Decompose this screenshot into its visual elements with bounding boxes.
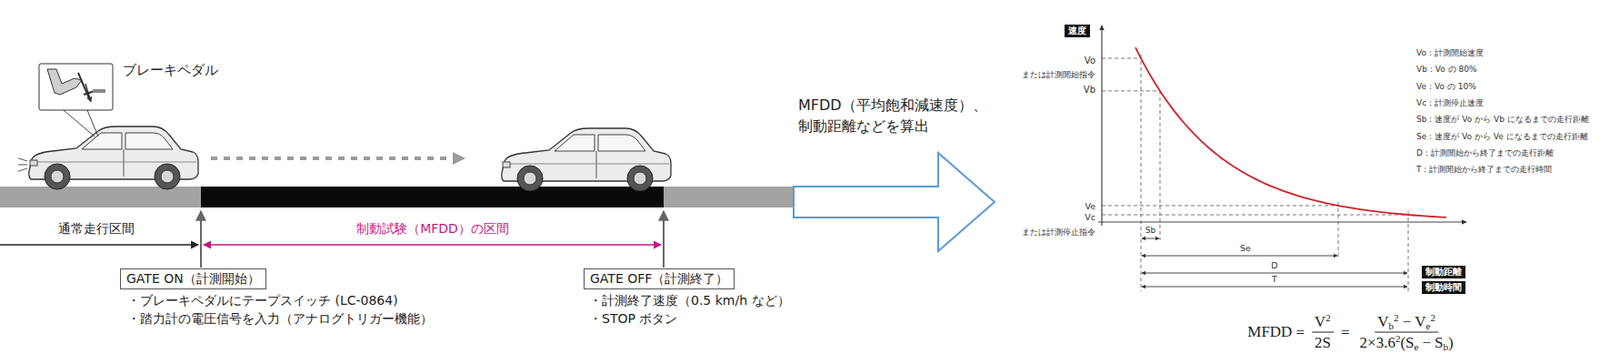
- symbol-definition: Ve：Vo の 10%: [1416, 80, 1477, 91]
- axis-tick-label: Vo: [1084, 55, 1096, 67]
- motion-arrowhead: [452, 151, 466, 165]
- formula-part: =: [1291, 322, 1309, 340]
- car: [29, 126, 199, 190]
- formula-term: 2×3.6: [1360, 333, 1396, 351]
- callout-label: ブレーキペダル: [122, 61, 219, 79]
- formula-term: MFDD: [1247, 322, 1292, 340]
- numerator: V2: [1311, 312, 1334, 333]
- symbol-definition: Se：速度が Vo から Ve になるまでの走行距離: [1416, 130, 1589, 141]
- formula-term: =: [1295, 322, 1305, 340]
- gate-off-box: GATE OFF（計測終了）: [583, 268, 735, 290]
- formula-term: ): [1448, 333, 1454, 351]
- road-test-section: [200, 186, 664, 208]
- box-text: GATE ON（計測開始）: [126, 270, 260, 287]
- headlight-beam: [18, 158, 28, 171]
- road-normal: [0, 186, 794, 208]
- formula-term: V: [1377, 312, 1389, 330]
- box-text: 制動距離: [1425, 266, 1462, 278]
- formula-part: =: [1337, 322, 1354, 340]
- dimension-label: Sb: [1144, 225, 1157, 236]
- formula-term: V: [1314, 312, 1326, 330]
- formula-term: 2: [1393, 310, 1400, 322]
- formula-term: 2: [1430, 310, 1436, 322]
- result-tag: 制動時間: [1421, 280, 1466, 294]
- dimension-line: [1141, 238, 1160, 240]
- box-text: 速度: [1068, 25, 1087, 37]
- formula-term: 2: [1325, 310, 1331, 322]
- denominator: 2×3.62(Se−Sb): [1357, 332, 1457, 352]
- result-tag: 制動距離: [1421, 265, 1466, 279]
- symbol-definition: Vo：計測開始速度: [1416, 48, 1484, 59]
- gate-arrow: [200, 210, 202, 268]
- dimension-label: D: [1270, 260, 1279, 270]
- formula-term: −: [1402, 312, 1412, 330]
- formula-term: b: [1443, 340, 1450, 352]
- axis-tick-note: または計測開始指令: [1021, 70, 1096, 80]
- dimension-line: [1141, 286, 1408, 288]
- formula-term: 2: [1395, 331, 1401, 343]
- axis-title-box: 速度: [1064, 24, 1090, 38]
- formula-part: MFDD: [1247, 322, 1292, 340]
- formula-part: V22S: [1311, 312, 1334, 352]
- normal-section-arrow: [0, 243, 199, 245]
- note: ・STOP ボタン: [589, 310, 678, 327]
- formula-term: −: [1421, 333, 1431, 351]
- formula-term: e: [1414, 340, 1420, 352]
- guide-lines: [1101, 54, 1409, 291]
- formula-term: =: [1340, 322, 1350, 340]
- speed-curve: [1135, 47, 1447, 218]
- flow-arrow: [793, 152, 995, 251]
- y-axis: [1100, 25, 1102, 226]
- axis-tick-label: Ve: [1084, 200, 1096, 211]
- note: ・踏力計の電圧信号を入力（アナログトリガー機能）: [127, 310, 433, 327]
- formula-term: e: [1426, 320, 1431, 331]
- formula-term: b: [1389, 320, 1395, 331]
- axis-tick-label: Vc: [1084, 211, 1096, 222]
- symbol-definition: Vc：計測停止速度: [1416, 97, 1484, 108]
- symbol-definition: Vb：Vo の 80%: [1416, 64, 1478, 75]
- dimension-label: T: [1270, 273, 1279, 284]
- car: [501, 128, 671, 191]
- axis-tick-label: Vb: [1083, 84, 1096, 96]
- symbol-definition: T：計測開始から終了までの走行時間: [1416, 164, 1553, 175]
- symbol-definition: D：計測開始から終了までの走行距離: [1416, 147, 1554, 158]
- axis-tick-note: または計測停止指令: [1021, 227, 1096, 238]
- brake-pedal-inset: [39, 63, 113, 137]
- process-note: MFDD（平均飽和減速度）、 制動距離などを算出: [798, 94, 1044, 137]
- formula-term: (S: [1400, 333, 1414, 351]
- note: ・計測終了速度（0.5 km/h など）: [589, 292, 790, 309]
- formula-part: Vb2−Ve22×3.62(Se−Sb): [1357, 312, 1457, 352]
- gate-on-box: GATE ON（計測開始）: [120, 268, 267, 290]
- box-text: GATE OFF（計測終了）: [590, 270, 729, 287]
- dimension-label: Se: [1239, 242, 1252, 253]
- motion-arrow: [210, 156, 455, 160]
- x-axis: [1098, 220, 1467, 222]
- box-text: 制動時間: [1425, 281, 1462, 293]
- section-label: 通常走行区間: [58, 220, 135, 237]
- note: ・ブレーキペダルにテープスイッチ (LC-0864): [127, 292, 399, 309]
- formula-term: V: [1414, 312, 1426, 330]
- gate-arrow: [662, 210, 665, 268]
- numerator: Vb2−Ve2: [1374, 312, 1439, 333]
- symbol-definition: Sb：速度が Vo から Vb になるまでの走行距離: [1416, 114, 1590, 125]
- formula-term: S: [1434, 333, 1443, 351]
- dimension-line: [1141, 255, 1338, 257]
- test-section-arrow: [203, 243, 661, 245]
- denominator: 2S: [1311, 332, 1334, 352]
- formula-term: 2S: [1314, 333, 1331, 351]
- section-label: 制動試験（MFDD）の区間: [356, 220, 510, 237]
- formula: MFDD=V22S=Vb2−Ve22×3.62(Se−Sb): [1247, 312, 1460, 352]
